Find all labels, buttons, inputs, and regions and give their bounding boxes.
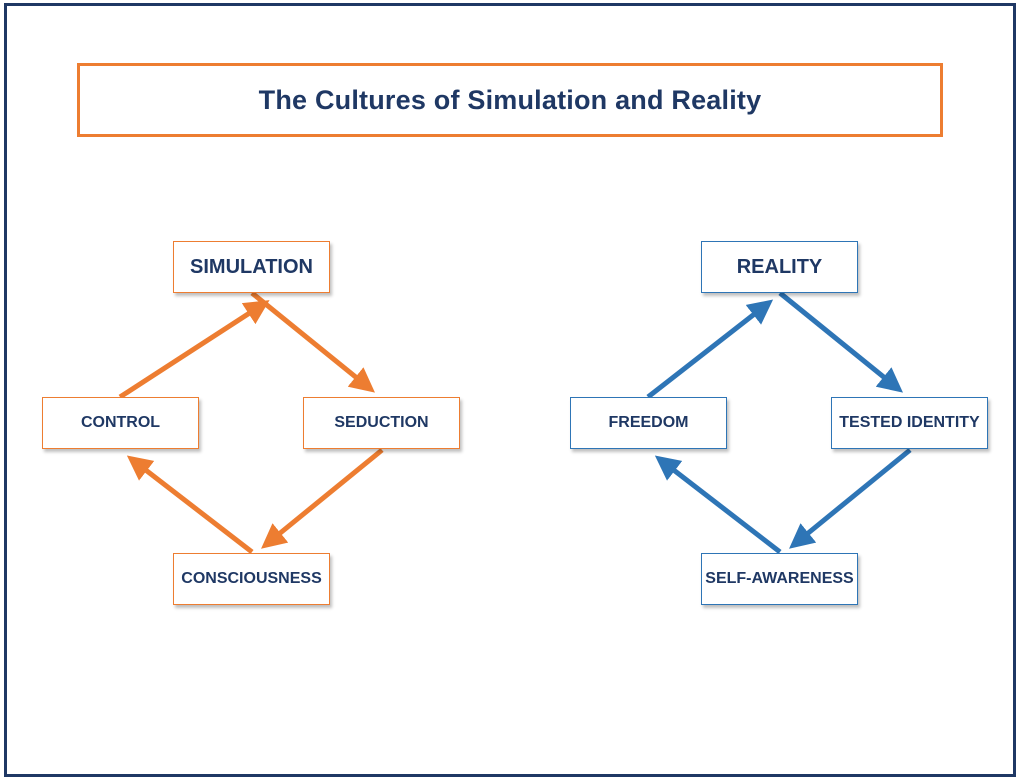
arrow-tested-identity-to-self-awareness	[789, 448, 912, 549]
arrow-reality-to-tested-identity	[778, 291, 903, 393]
arrow-self-awareness-to-freedom	[654, 455, 782, 554]
node-reality: REALITY	[701, 241, 858, 293]
arrow-consciousness-to-control	[126, 455, 254, 554]
title-box: The Cultures of Simulation and Reality	[77, 63, 943, 137]
node-simulation: SIMULATION	[173, 241, 330, 293]
node-seduction: SEDUCTION	[303, 397, 460, 449]
node-consciousness: CONSCIOUSNESS	[173, 553, 330, 605]
node-label: TESTED IDENTITY	[839, 414, 980, 431]
node-tested-identity: TESTED IDENTITY	[831, 397, 988, 449]
arrow-simulation-to-seduction	[250, 291, 375, 393]
node-label: SEDUCTION	[334, 414, 429, 431]
node-label: CONSCIOUSNESS	[181, 570, 322, 587]
node-label: SELF-AWARENESS	[705, 570, 854, 587]
arrow-control-to-simulation	[118, 300, 270, 400]
node-control: CONTROL	[42, 397, 199, 449]
node-label: FREEDOM	[608, 414, 689, 431]
node-label: SIMULATION	[190, 255, 313, 278]
arrow-seduction-to-consciousness	[261, 448, 384, 549]
node-self-awareness: SELF-AWARENESS	[701, 553, 858, 605]
node-label: CONTROL	[80, 414, 161, 431]
node-label: REALITY	[736, 255, 823, 278]
diagram-title: The Cultures of Simulation and Reality	[258, 84, 762, 115]
arrow-freedom-to-reality	[646, 299, 774, 399]
node-freedom: FREEDOM	[570, 397, 727, 449]
